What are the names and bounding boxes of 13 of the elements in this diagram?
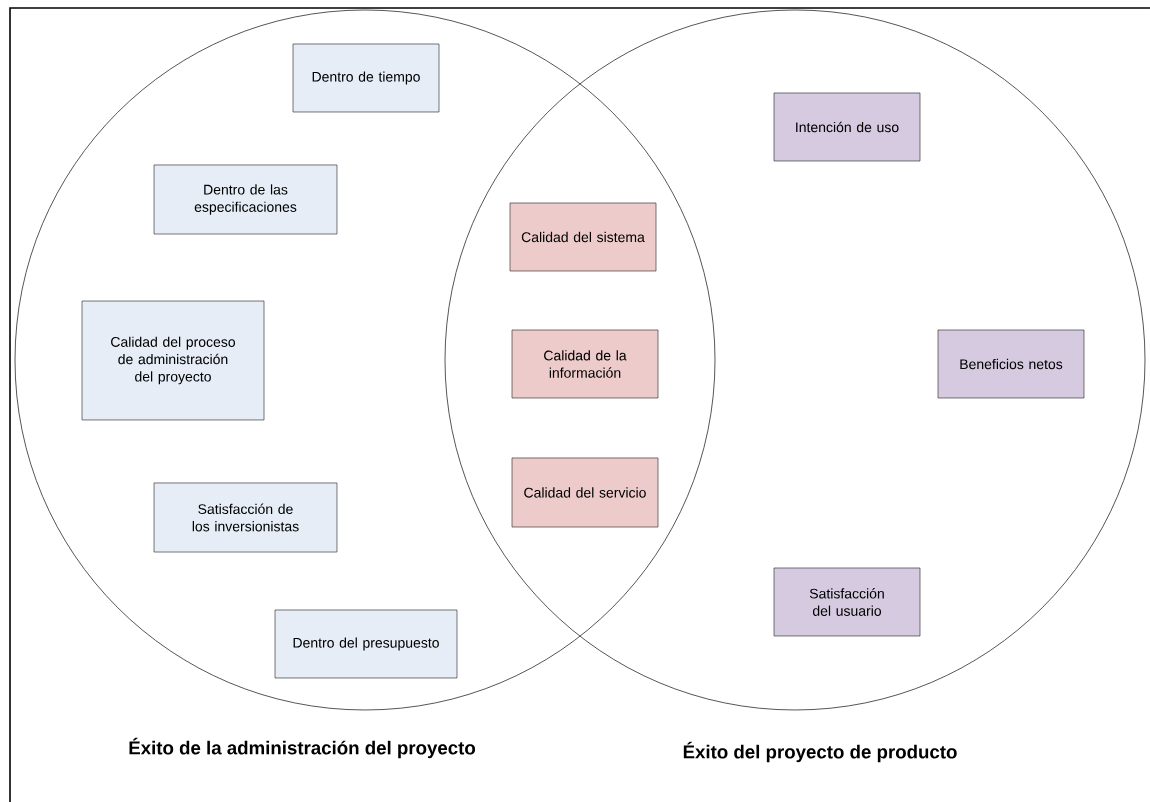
text-box: Calidad del sistema <box>509 202 657 272</box>
text-box: Beneficios netos <box>937 329 1085 399</box>
circle-heading: Éxito de la administración del proyecto <box>129 737 476 759</box>
text-box: Satisfacción del usuario <box>773 567 921 637</box>
text-box: Intención de uso <box>773 92 921 162</box>
circle-heading: Éxito del proyecto de producto <box>683 741 957 763</box>
text-box: Dentro del presupuesto <box>274 609 458 679</box>
text-box: Calidad de la información <box>511 329 659 399</box>
text-box: Satisfacción de los inversionistas <box>153 482 338 553</box>
text-box: Calidad del proceso de administración del proyecto <box>81 300 265 421</box>
text-box: Dentro de tiempo <box>292 43 440 113</box>
text-box: Calidad del servicio <box>511 457 659 528</box>
text-box: Dentro de las especificaciones <box>153 164 338 235</box>
